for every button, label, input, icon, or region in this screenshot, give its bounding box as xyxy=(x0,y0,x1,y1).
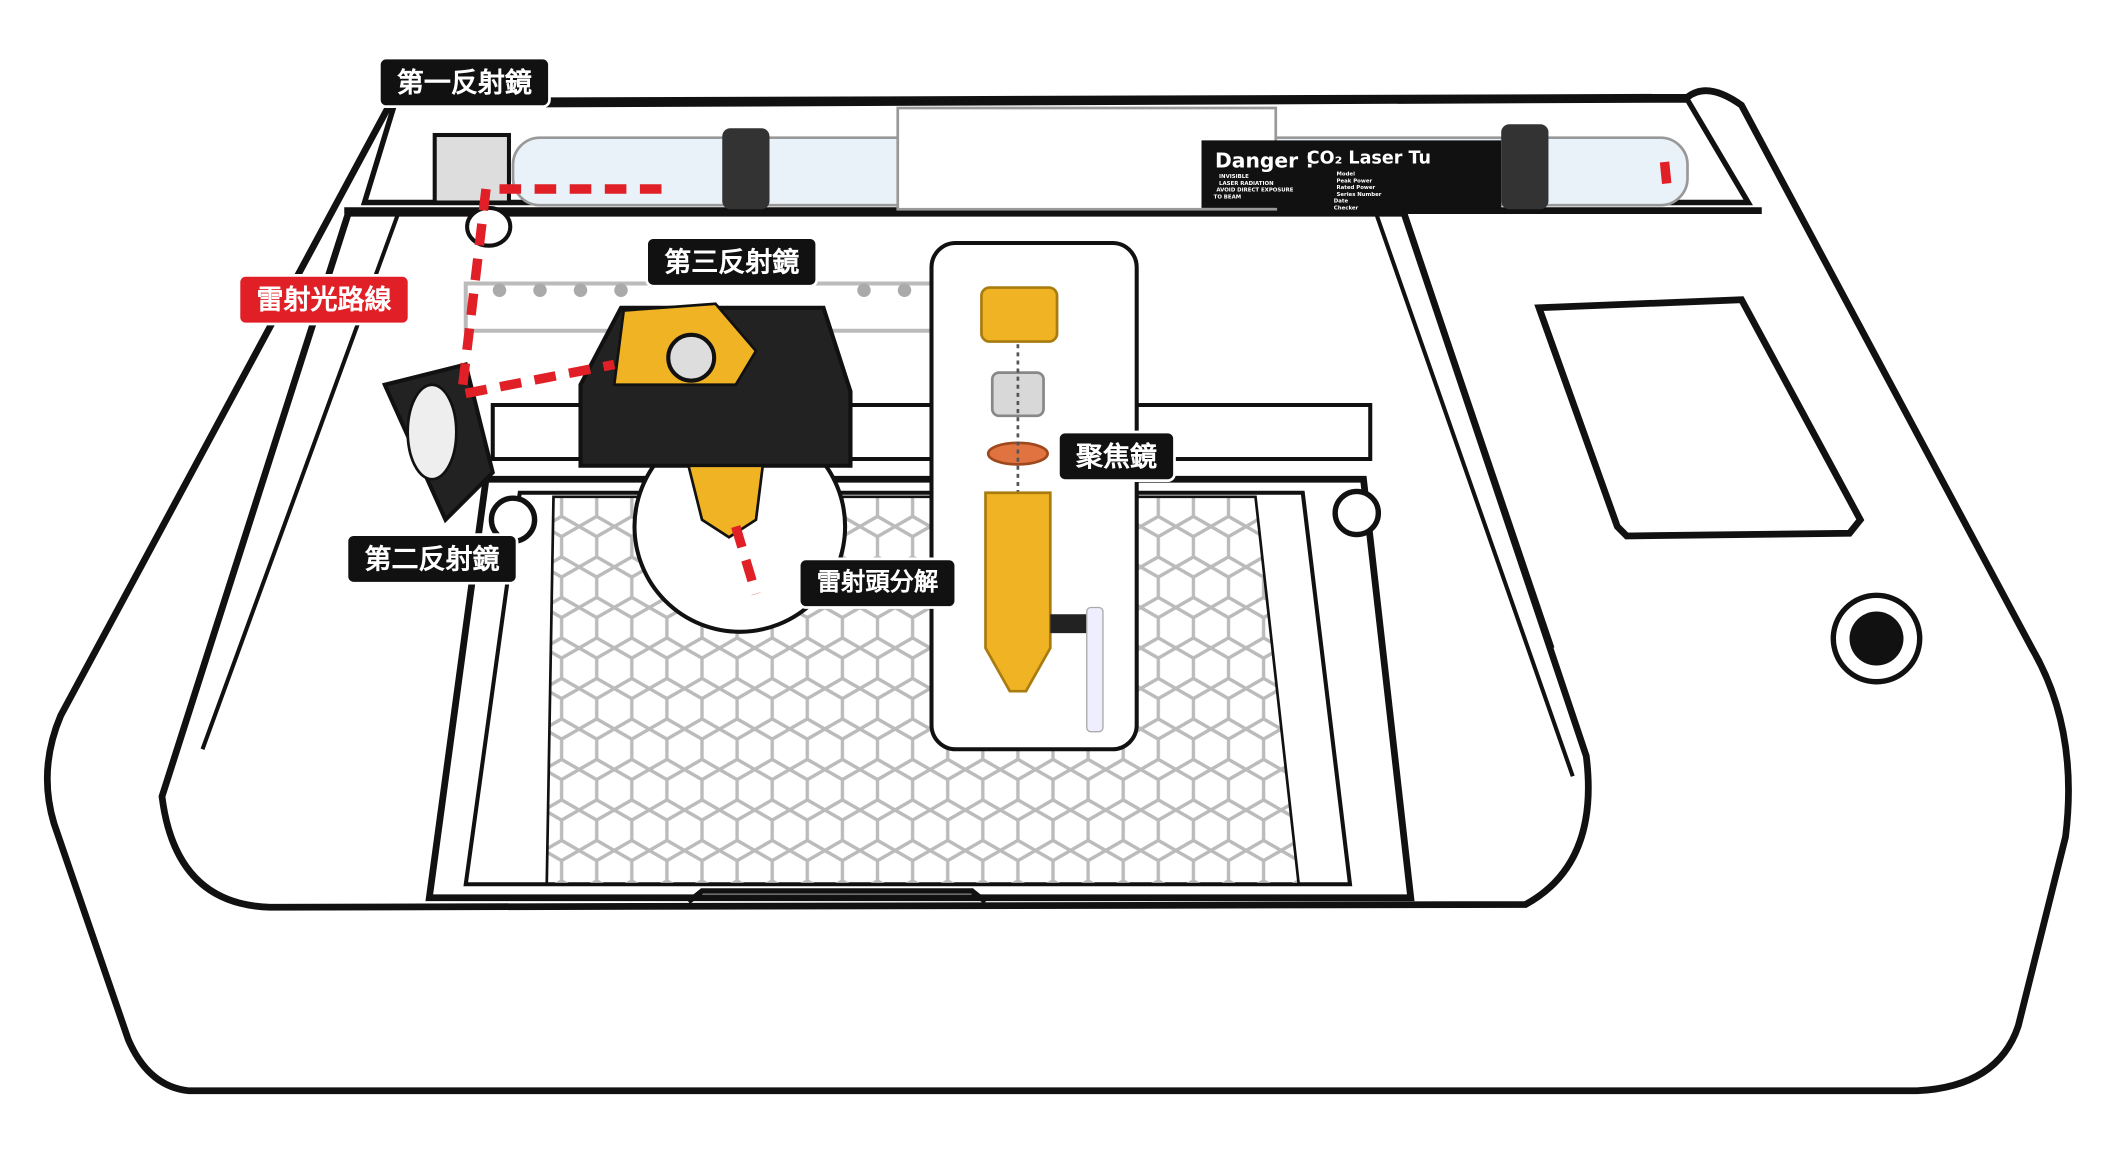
control-panel xyxy=(1534,296,1865,540)
spec-field: Date xyxy=(1334,199,1349,205)
spec-field: Peak Power xyxy=(1337,178,1373,184)
product-text: CO₂ Laser Tu xyxy=(1307,148,1431,168)
label-mirror-1: 第一反射鏡 xyxy=(378,56,551,108)
spec-field: Model xyxy=(1337,172,1356,178)
warning-line: AVOID DIRECT EXPOSURE xyxy=(1216,188,1293,194)
label-focus-lens: 聚焦鏡 xyxy=(1057,430,1176,482)
mirror-1 xyxy=(432,132,511,205)
brass-nut xyxy=(980,286,1059,343)
label-mirror-3: 第三反射鏡 xyxy=(645,236,819,288)
warning-line: TO BEAM xyxy=(1214,194,1241,200)
nozzle xyxy=(984,491,1052,693)
laser-path xyxy=(456,161,1672,596)
warning-line: INVISIBLE xyxy=(1219,174,1249,180)
label-head-exploded: 雷射頭分解 xyxy=(797,557,958,609)
spec-field: Rated Power xyxy=(1337,185,1376,191)
warning-line: LASER RADIATION xyxy=(1219,181,1274,187)
spec-field: Series Number xyxy=(1337,192,1382,198)
label-mirror-2: 第二反射鏡 xyxy=(345,533,519,585)
spec-field: Checker xyxy=(1334,205,1359,211)
tube-label-band xyxy=(1201,140,1502,208)
label-laser-path: 雷射光路線 xyxy=(237,274,411,326)
danger-text: Danger ! xyxy=(1215,148,1314,172)
tube-clamp xyxy=(1501,124,1549,210)
